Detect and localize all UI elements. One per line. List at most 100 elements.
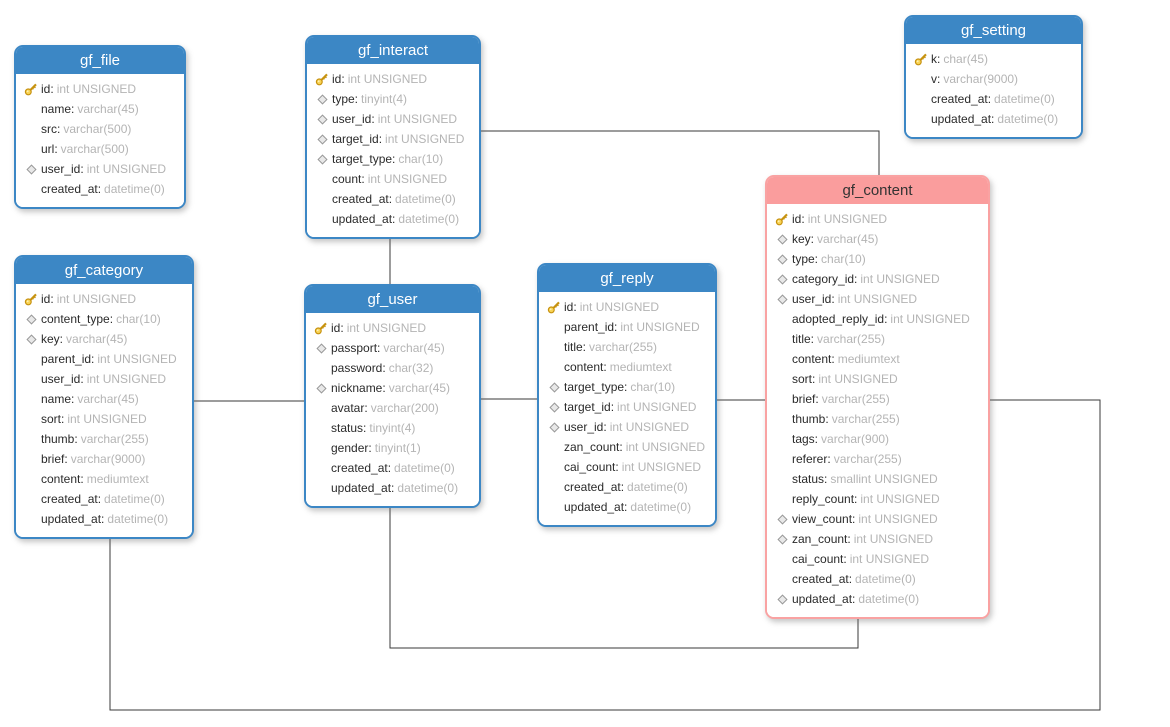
field-row-gf_user-updated_at[interactable]: updated_at:datetime(0) [306, 478, 479, 498]
field-name: title: [564, 340, 587, 354]
table-header-gf_user[interactable]: gf_user [306, 286, 479, 313]
field-row-gf_category-content[interactable]: content:mediumtext [16, 469, 192, 489]
field-row-gf_reply-created_at[interactable]: created_at:datetime(0) [539, 477, 715, 497]
field-row-gf_interact-id[interactable]: id:int UNSIGNED [307, 69, 479, 89]
field-row-gf_setting-updated_at[interactable]: updated_at:datetime(0) [906, 109, 1081, 129]
field-row-gf_content-referer[interactable]: referer:varchar(255) [767, 449, 988, 469]
field-row-gf_user-status[interactable]: status:tinyint(4) [306, 418, 479, 438]
field-row-gf_category-thumb[interactable]: thumb:varchar(255) [16, 429, 192, 449]
relationship-line-gf_user-gf_content[interactable] [389, 505, 859, 649]
field-row-gf_content-cai_count[interactable]: cai_count:int UNSIGNED [767, 549, 988, 569]
field-row-gf_interact-target_id[interactable]: target_id:int UNSIGNED [307, 129, 479, 149]
field-row-gf_content-thumb[interactable]: thumb:varchar(255) [767, 409, 988, 429]
field-row-gf_reply-cai_count[interactable]: cai_count:int UNSIGNED [539, 457, 715, 477]
field-row-gf_content-category_id[interactable]: category_id:int UNSIGNED [767, 269, 988, 289]
field-row-gf_reply-parent_id[interactable]: parent_id:int UNSIGNED [539, 317, 715, 337]
field-row-gf_interact-updated_at[interactable]: updated_at:datetime(0) [307, 209, 479, 229]
field-row-gf_content-brief[interactable]: brief:varchar(255) [767, 389, 988, 409]
field-row-gf_reply-target_type[interactable]: target_type:char(10) [539, 377, 715, 397]
field-row-gf_interact-user_id[interactable]: user_id:int UNSIGNED [307, 109, 479, 129]
field-row-gf_content-created_at[interactable]: created_at:datetime(0) [767, 569, 988, 589]
table-header-gf_interact[interactable]: gf_interact [307, 37, 479, 64]
relationship-line-gf_content-gf_category[interactable] [109, 399, 1101, 711]
field-row-gf_reply-zan_count[interactable]: zan_count:int UNSIGNED [539, 437, 715, 457]
field-row-gf_category-parent_id[interactable]: parent_id:int UNSIGNED [16, 349, 192, 369]
field-row-gf_content-updated_at[interactable]: updated_at:datetime(0) [767, 589, 988, 609]
field-row-gf_user-nickname[interactable]: nickname:varchar(45) [306, 378, 479, 398]
field-row-gf_category-updated_at[interactable]: updated_at:datetime(0) [16, 509, 192, 529]
field-row-gf_content-key[interactable]: key:varchar(45) [767, 229, 988, 249]
field-row-gf_user-gender[interactable]: gender:tinyint(1) [306, 438, 479, 458]
field-type: char(45) [943, 52, 989, 66]
table-header-gf_reply[interactable]: gf_reply [539, 265, 715, 292]
field-row-gf_file-name[interactable]: name:varchar(45) [16, 99, 184, 119]
table-header-gf_category[interactable]: gf_category [16, 257, 192, 284]
field-row-gf_category-key[interactable]: key:varchar(45) [16, 329, 192, 349]
field-row-gf_setting-created_at[interactable]: created_at:datetime(0) [906, 89, 1081, 109]
field-row-gf_interact-type[interactable]: type:tinyint(4) [307, 89, 479, 109]
field-row-gf_file-url[interactable]: url:varchar(500) [16, 139, 184, 159]
field-row-gf_reply-title[interactable]: title:varchar(255) [539, 337, 715, 357]
field-type: int UNSIGNED [579, 300, 660, 314]
field-row-gf_user-passport[interactable]: passport:varchar(45) [306, 338, 479, 358]
field-row-gf_content-id[interactable]: id:int UNSIGNED [767, 209, 988, 229]
field-row-gf_content-type[interactable]: type:char(10) [767, 249, 988, 269]
field-row-gf_file-user_id[interactable]: user_id:int UNSIGNED [16, 159, 184, 179]
field-name: id: [41, 292, 54, 306]
field-row-gf_content-tags[interactable]: tags:varchar(900) [767, 429, 988, 449]
field-row-gf_file-created_at[interactable]: created_at:datetime(0) [16, 179, 184, 199]
field-row-gf_user-id[interactable]: id:int UNSIGNED [306, 318, 479, 338]
field-row-gf_user-password[interactable]: password:char(32) [306, 358, 479, 378]
field-type: varchar(500) [63, 122, 132, 136]
field-row-gf_file-src[interactable]: src:varchar(500) [16, 119, 184, 139]
index-diamond-icon [767, 233, 792, 245]
field-name: created_at: [41, 182, 102, 196]
field-row-gf_category-content_type[interactable]: content_type:char(10) [16, 309, 192, 329]
relationship-line-gf_interact-gf_content[interactable] [477, 130, 880, 175]
field-row-gf_category-id[interactable]: id:int UNSIGNED [16, 289, 192, 309]
field-row-gf_interact-count[interactable]: count:int UNSIGNED [307, 169, 479, 189]
field-row-gf_category-created_at[interactable]: created_at:datetime(0) [16, 489, 192, 509]
field-row-gf_reply-updated_at[interactable]: updated_at:datetime(0) [539, 497, 715, 517]
field-row-gf_content-sort[interactable]: sort:int UNSIGNED [767, 369, 988, 389]
field-row-gf_interact-target_type[interactable]: target_type:char(10) [307, 149, 479, 169]
table-header-gf_file[interactable]: gf_file [16, 47, 184, 74]
field-row-gf_content-reply_count[interactable]: reply_count:int UNSIGNED [767, 489, 988, 509]
field-name: id: [332, 72, 345, 86]
field-row-gf_content-content[interactable]: content:mediumtext [767, 349, 988, 369]
field-row-gf_setting-k[interactable]: k:char(45) [906, 49, 1081, 69]
field-row-gf_content-view_count[interactable]: view_count:int UNSIGNED [767, 509, 988, 529]
primary-key-icon [906, 52, 931, 66]
field-row-gf_user-created_at[interactable]: created_at:datetime(0) [306, 458, 479, 478]
field-row-gf_category-name[interactable]: name:varchar(45) [16, 389, 192, 409]
field-row-gf_interact-created_at[interactable]: created_at:datetime(0) [307, 189, 479, 209]
field-row-gf_file-id[interactable]: id:int UNSIGNED [16, 79, 184, 99]
field-row-gf_reply-id[interactable]: id:int UNSIGNED [539, 297, 715, 317]
field-row-gf_content-status[interactable]: status:smallint UNSIGNED [767, 469, 988, 489]
table-header-gf_setting[interactable]: gf_setting [906, 17, 1081, 44]
field-row-gf_setting-v[interactable]: v:varchar(9000) [906, 69, 1081, 89]
field-type: datetime(0) [627, 480, 688, 494]
field-row-gf_reply-content[interactable]: content:mediumtext [539, 357, 715, 377]
field-row-gf_content-zan_count[interactable]: zan_count:int UNSIGNED [767, 529, 988, 549]
field-row-gf_content-title[interactable]: title:varchar(255) [767, 329, 988, 349]
field-row-gf_reply-target_id[interactable]: target_id:int UNSIGNED [539, 397, 715, 417]
field-name: updated_at: [332, 212, 396, 226]
field-name: avatar: [331, 401, 368, 415]
table-gf_setting[interactable]: gf_setting k:char(45)v:varchar(9000)creat… [904, 15, 1083, 139]
field-row-gf_category-sort[interactable]: sort:int UNSIGNED [16, 409, 192, 429]
field-row-gf_content-adopted_reply_id[interactable]: adopted_reply_id:int UNSIGNED [767, 309, 988, 329]
field-row-gf_category-user_id[interactable]: user_id:int UNSIGNED [16, 369, 192, 389]
field-row-gf_content-user_id[interactable]: user_id:int UNSIGNED [767, 289, 988, 309]
field-row-gf_user-avatar[interactable]: avatar:varchar(200) [306, 398, 479, 418]
table-header-gf_content[interactable]: gf_content [767, 177, 988, 204]
field-row-gf_reply-user_id[interactable]: user_id:int UNSIGNED [539, 417, 715, 437]
field-row-gf_category-brief[interactable]: brief:varchar(9000) [16, 449, 192, 469]
